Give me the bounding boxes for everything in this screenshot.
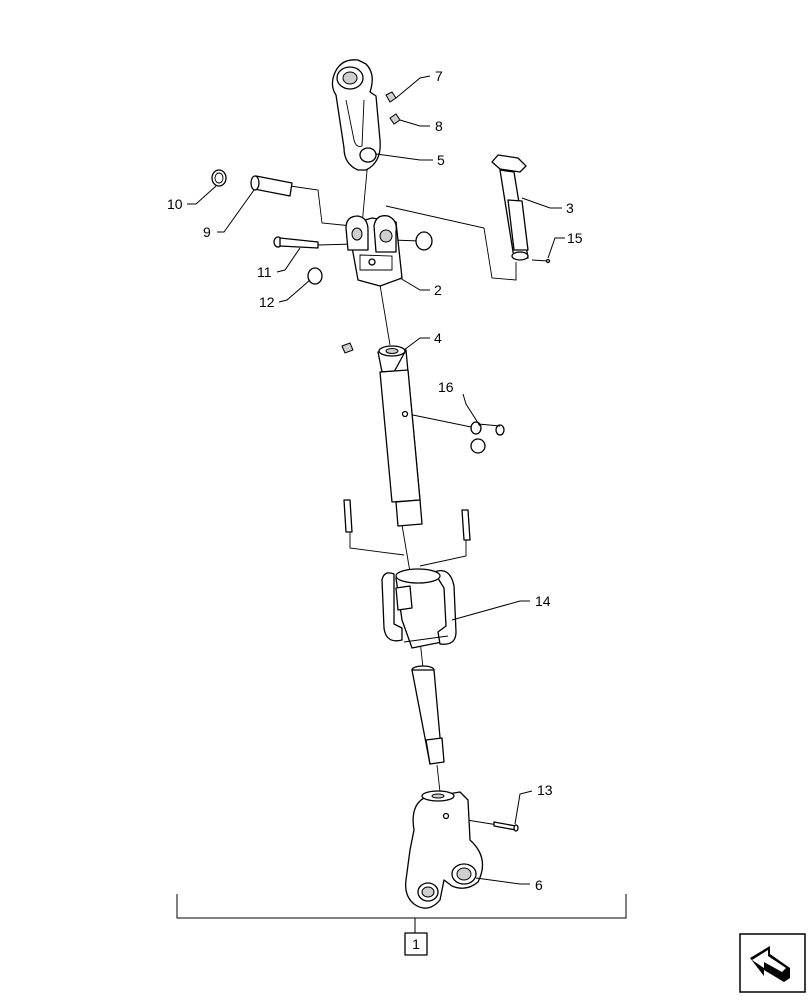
callout-9: 9 [203,224,211,240]
callout-12: 12 [259,294,275,310]
circlip-right [415,231,433,251]
lower-fork-end-part-6 [405,790,484,909]
split-pin-part-15 [531,258,551,264]
callout-13: 13 [537,782,553,798]
threaded-tube-part-4 [341,342,423,527]
callout-1: 1 [412,936,420,952]
lower-threaded-shaft [411,665,445,765]
fork-clevis-part-2 [345,215,403,287]
fitting-part-8 [389,113,401,125]
next-page-arrow-icon[interactable] [739,933,806,993]
pin-part-16 [470,421,505,454]
pin-part-9 [250,175,293,197]
handle-block-part-14 [381,568,457,649]
spring-pin-left [343,499,353,533]
assembly-bracket: 1 [176,894,627,956]
callout-7: 7 [435,68,443,84]
callout-labels: 7 8 5 3 15 2 4 16 14 13 6 10 9 11 12 [167,68,583,893]
callout-6: 6 [535,877,543,893]
callout-2: 2 [434,282,442,298]
circlip-part-10 [211,169,227,187]
handle-pin-part-3 [491,154,529,261]
upper-link-arm [331,59,381,171]
ring-part-12 [307,267,323,285]
callout-5: 5 [437,152,445,168]
callout-10: 10 [167,196,183,212]
callout-16: 16 [438,379,454,395]
callout-11: 11 [257,264,272,280]
callout-4: 4 [434,330,442,346]
callout-3: 3 [566,200,574,216]
pin-part-13 [493,821,519,832]
leader-lines [187,75,565,885]
assembly-axis-lines [289,159,517,826]
spring-pin-right [461,509,471,541]
callout-15: 15 [567,230,583,246]
grease-fitting-part-7 [385,91,397,103]
pin-part-11 [273,236,319,249]
callout-14: 14 [535,593,551,609]
callout-8: 8 [435,118,443,134]
